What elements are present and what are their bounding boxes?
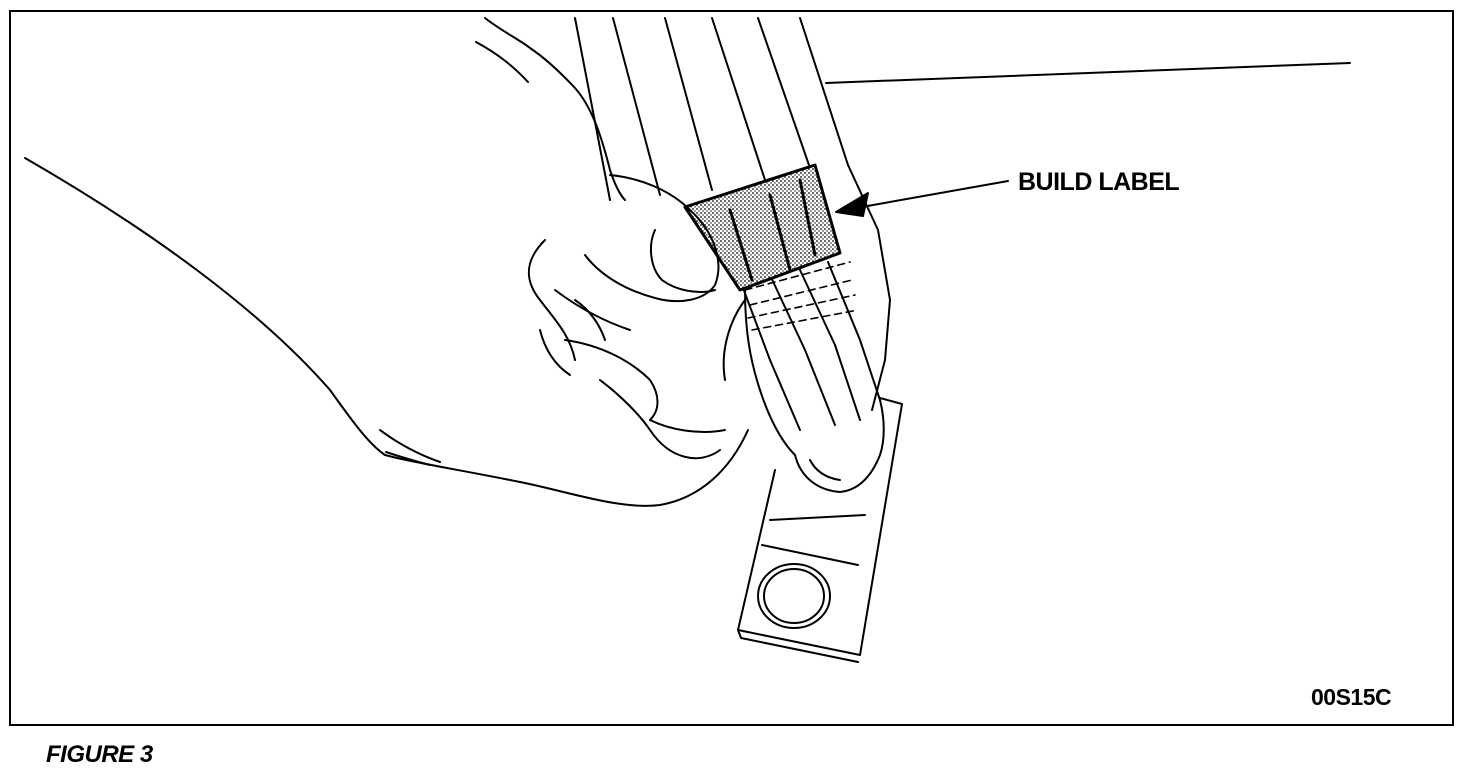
ring-terminal — [737, 397, 903, 663]
figure-frame — [9, 10, 1454, 726]
build-label — [683, 163, 842, 292]
figure-reference-code: 00S15C — [1311, 684, 1392, 710]
hand — [24, 17, 885, 507]
callout-arrow — [835, 180, 1009, 217]
build-label-callout: BUILD LABEL — [1018, 168, 1180, 196]
lead-wire — [825, 62, 1351, 84]
figure-caption: FIGURE 3 — [46, 741, 153, 768]
wire-bundle — [574, 17, 891, 431]
